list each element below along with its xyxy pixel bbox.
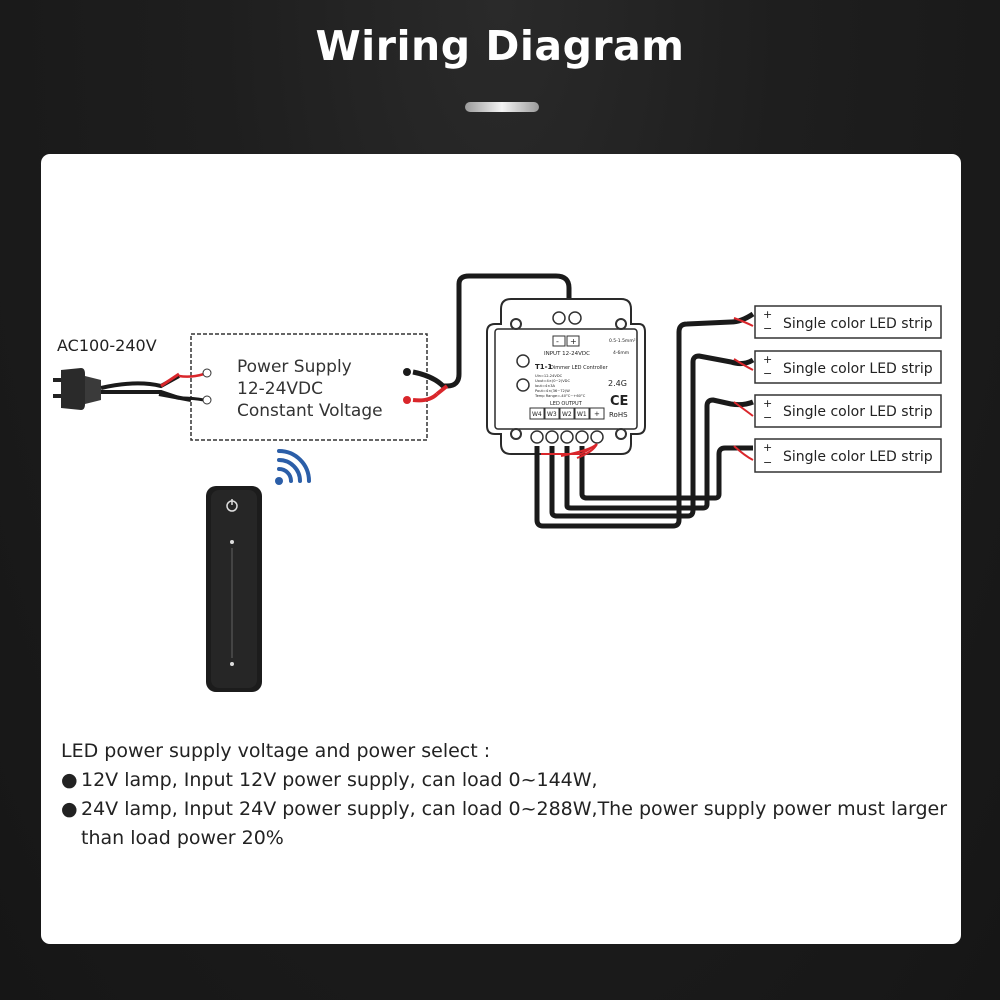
ce-mark: CE xyxy=(610,394,628,409)
input-label: INPUT 12-24VDC xyxy=(544,351,590,357)
led-output-label: LED OUTPUT xyxy=(550,401,583,407)
power-supply-voltage: 12-24VDC xyxy=(237,379,323,399)
svg-text:−: − xyxy=(763,322,772,335)
strip-4-label: Single color LED strip xyxy=(783,449,933,465)
controller: - + 0.5-1.5mm² 4-6mm INPUT 12-24VDC T1-1… xyxy=(486,298,646,455)
output-terminals: W4 W3 W2 W1 + xyxy=(529,407,605,420)
strip-1-label: Single color LED strip xyxy=(783,316,933,332)
power-supply-type: Constant Voltage xyxy=(237,401,383,421)
input-minus: - xyxy=(556,337,559,346)
strip-length: 4-6mm xyxy=(613,350,629,356)
wire-spec: 0.5-1.5mm² xyxy=(609,338,636,344)
rohs-mark: RoHS xyxy=(609,411,628,419)
remote-power-icon xyxy=(226,499,238,512)
terminal-w1: W1 xyxy=(577,411,587,418)
page-title: Wiring Diagram xyxy=(315,22,685,70)
power-supply: Power Supply 12-24VDC Constant Voltage xyxy=(178,333,428,441)
bullet-icon: ● xyxy=(61,798,78,820)
controller-subtitle: Dimmer LED Controller xyxy=(550,365,609,371)
led-strip-2: + − Single color LED strip xyxy=(754,350,942,384)
spec-0: Uin=12-24VDC xyxy=(535,374,563,378)
svg-text:+: + xyxy=(763,353,772,366)
note-item: ● 12V lamp, Input 12V power supply, can … xyxy=(61,766,951,795)
terminal-w3: W3 xyxy=(547,411,557,418)
led-strip-4: + − Single color LED strip xyxy=(754,438,942,473)
input-plus: + xyxy=(570,337,577,346)
frequency-label: 2.4G xyxy=(608,379,627,388)
terminal-w2: W2 xyxy=(562,411,572,418)
common-wires xyxy=(541,317,754,461)
wiring-diagram: AC100-240V Power Supply 12-24VDC Constan… xyxy=(53,273,942,692)
controller-model: T1-1 xyxy=(535,363,553,371)
svg-text:+: + xyxy=(763,308,772,321)
spec-4: Temp Range=-40°C~+60°C xyxy=(534,394,586,398)
diagram-card: AC100-240V Power Supply 12-24VDC Constan… xyxy=(41,154,961,944)
svg-text:−: − xyxy=(763,367,772,380)
svg-text:−: − xyxy=(763,456,772,469)
note-item: ● 24V lamp, Input 24V power supply, can … xyxy=(61,795,951,853)
led-strip-1: + − Single color LED strip xyxy=(754,305,942,339)
note-text: 12V lamp, Input 12V power supply, can lo… xyxy=(81,769,598,791)
spec-2: Iout=4×3A xyxy=(535,384,556,388)
terminal-plus: + xyxy=(594,410,600,418)
title-underline xyxy=(465,102,539,112)
plug-icon xyxy=(53,368,192,410)
spec-1: Uout=4×(0~2)VDC xyxy=(535,379,570,383)
strip-3-label: Single color LED strip xyxy=(783,404,933,420)
ac-voltage-label: AC100-240V xyxy=(57,336,157,355)
svg-text:−: − xyxy=(763,411,772,424)
svg-text:+: + xyxy=(763,397,772,410)
strip-2-label: Single color LED strip xyxy=(783,361,933,377)
spec-3: Pout=4×(36~72)W xyxy=(535,389,570,393)
remote-control xyxy=(206,486,262,692)
power-supply-title: Power Supply xyxy=(237,357,352,377)
bullet-icon: ● xyxy=(61,769,78,791)
notes-section: LED power supply voltage and power selec… xyxy=(61,737,951,853)
led-strip-3: + − Single color LED strip xyxy=(754,394,942,428)
svg-text:+: + xyxy=(763,441,772,454)
note-text: 24V lamp, Input 24V power supply, can lo… xyxy=(81,798,948,849)
notes-heading: LED power supply voltage and power selec… xyxy=(61,740,491,762)
terminal-w4: W4 xyxy=(532,411,542,418)
wifi-signal-icon xyxy=(275,449,311,485)
